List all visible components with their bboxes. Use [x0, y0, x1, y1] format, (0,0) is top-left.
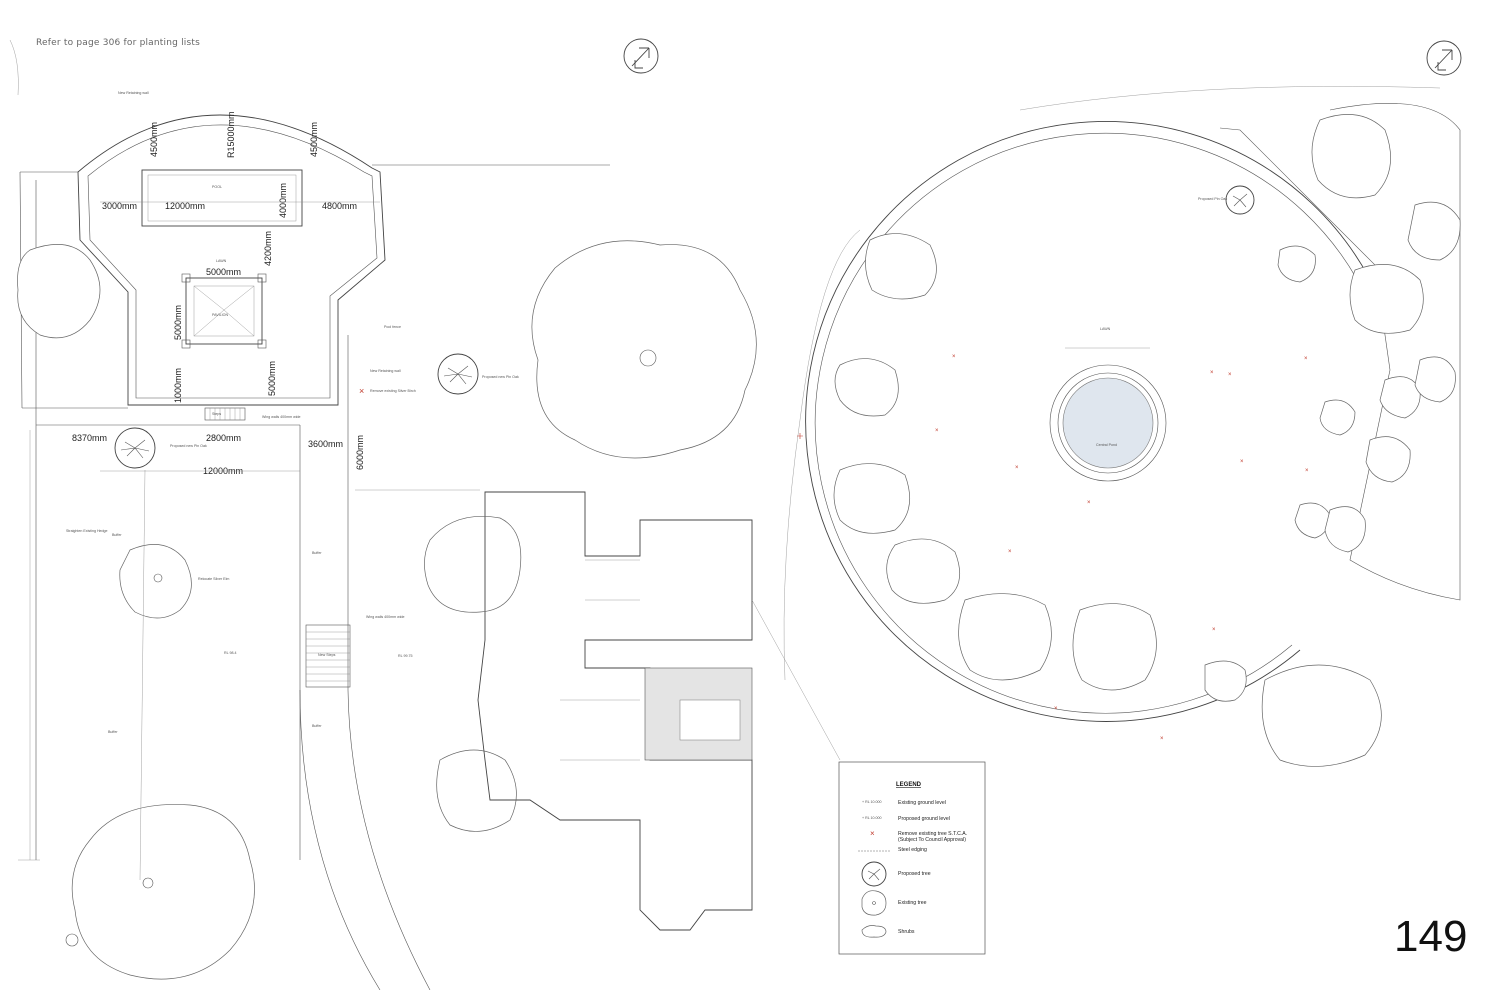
proposed-pin-oak-right-icon [1225, 185, 1255, 215]
page-number: 149 [1394, 912, 1468, 961]
svg-text:×: × [1240, 459, 1244, 465]
legend-remove-tree-subtext: (Subject To Council Approval) [898, 837, 966, 843]
circular-lawn-edge [805, 120, 1381, 722]
label-pavilion: PAVILION [212, 313, 228, 317]
label-buffer-1: Buffer [112, 533, 122, 537]
svg-text:×: × [935, 428, 939, 434]
legend-steel-edging: Steel edging [898, 847, 927, 853]
dim-3000: 3000mm [102, 201, 137, 211]
svg-text:×: × [1304, 356, 1308, 362]
legend-marker-existing-ground: + RL 10.000 [862, 800, 882, 804]
pool [141, 169, 303, 227]
existing-tree-large-2 [71, 804, 255, 980]
new-steps [305, 624, 351, 688]
svg-text:×: × [1054, 706, 1058, 712]
dim-4200: 4200mm [263, 231, 273, 266]
label-rl-2: RL 99.75 [398, 654, 412, 658]
dim-r15000: R15000mm [226, 111, 236, 158]
label-pool: POOL [212, 185, 222, 189]
legend-shrubs: Shrubs [898, 929, 915, 935]
label-new-retaining-wall-2: New Retaining wall [370, 369, 401, 373]
label-remove-silver-birch: Remove existing Silver Birch [370, 389, 416, 393]
legend-shrubs-icon [861, 925, 887, 938]
legend-marker-proposed-ground: + RL 10.000 [862, 816, 882, 820]
label-new-steps: New Steps [318, 653, 336, 657]
existing-trees-group [833, 114, 1461, 767]
legend-remove-tree: Remove existing tree S.T.C.A. [898, 831, 967, 837]
label-buffer-4: Buffer [312, 724, 322, 728]
label-wing-walls-2: Wing walls 400mm wide [366, 615, 405, 619]
north-arrow-right-icon [1426, 40, 1462, 76]
label-buffer-3: Buffer [108, 730, 118, 734]
proposed-pin-oak-1-icon [114, 427, 156, 469]
dim-4500-left: 4500mm [149, 122, 159, 157]
legend-existing-tree-icon [861, 890, 887, 916]
dim-4000: 4000mm [278, 183, 288, 218]
label-proposed-pin-oak-2: Proposed new Pin Oak [482, 375, 519, 379]
legend-existing-ground-level: Existing ground level [898, 800, 946, 806]
dim-5000-vertical: 5000mm [173, 305, 183, 340]
dim-5000-horizontal: 5000mm [206, 267, 241, 277]
label-buffer-2: Buffer [312, 551, 322, 555]
label-central-pond: Central Pond [1096, 443, 1117, 447]
svg-text:×: × [1305, 468, 1309, 474]
proposed-pin-oak-2-icon [437, 353, 479, 395]
right-site-plan: LAWN Central Pond [783, 86, 1461, 955]
svg-text:×: × [1087, 500, 1091, 506]
svg-text:×: × [1210, 370, 1214, 376]
legend-proposed-tree-icon [861, 861, 887, 887]
dim-2800: 2800mm [206, 433, 241, 443]
legend-proposed-ground-level: Proposed ground level [898, 816, 950, 822]
dim-1000: 1000mm [173, 368, 183, 403]
svg-text:×: × [1008, 549, 1012, 555]
svg-text:×: × [1228, 372, 1232, 378]
dim-4500-right: 4500mm [309, 122, 319, 157]
pond-outer-ring [1049, 364, 1167, 482]
corner-arc [9, 39, 19, 96]
label-rl-1: RL 98.4 [224, 651, 236, 655]
label-wing-walls-1: Wing walls 400mm wide [262, 415, 301, 419]
svg-text:×: × [1160, 736, 1164, 742]
legend-existing-tree: Existing tree [898, 900, 927, 906]
dim-12000-pool: 12000mm [165, 201, 205, 211]
label-pool-fence: Pool fence [384, 325, 401, 329]
dim-8370: 8370mm [72, 433, 107, 443]
label-relocate-silver-elm: Relocate Silver Elm [198, 577, 229, 581]
label-proposed-pin-oak-1: Proposed new Pin Oak [170, 444, 207, 448]
remove-marker-icon: × [359, 386, 364, 396]
dim-4800: 4800mm [322, 201, 357, 211]
left-site-plan: × POOL LAWN PAVILION New Retaining wall … [17, 91, 841, 991]
house-footprint [477, 491, 753, 931]
label-proposed-pin-oak-right: Proposed Pin Oak [1198, 197, 1227, 201]
svg-text:×: × [952, 354, 956, 360]
remove-tree-markers: × × × × × × × × × × × × × [935, 354, 1309, 742]
label-steps: Steps [212, 412, 221, 416]
svg-text:×: × [1015, 465, 1019, 471]
dim-5000-vertical-2: 5000mm [267, 361, 277, 396]
caption-planting-reference: Refer to page 306 for planting lists [36, 38, 201, 48]
label-lawn-right: LAWN [1100, 327, 1111, 331]
svg-text:×: × [1212, 627, 1216, 633]
pavilion [185, 277, 263, 345]
label-straighten-hedge: Straighten Existing Hedge [66, 529, 108, 533]
legend-panel: LEGEND + RL 10.000 Existing ground level… [838, 761, 986, 955]
dim-3600: 3600mm [308, 439, 343, 449]
label-lawn: LAWN [216, 259, 227, 263]
pool-enclosure-wall [77, 114, 386, 406]
label-new-retaining-wall: New Retaining wall [118, 91, 149, 95]
legend-remove-tree-icon: × [870, 829, 875, 838]
existing-tree-large-1 [531, 240, 757, 459]
dim-6000: 6000mm [355, 435, 365, 470]
legend-title: LEGEND [896, 782, 922, 788]
central-pond [1062, 377, 1154, 469]
north-arrow-left-icon [623, 38, 659, 74]
legend-proposed-tree: Proposed tree [898, 871, 931, 877]
